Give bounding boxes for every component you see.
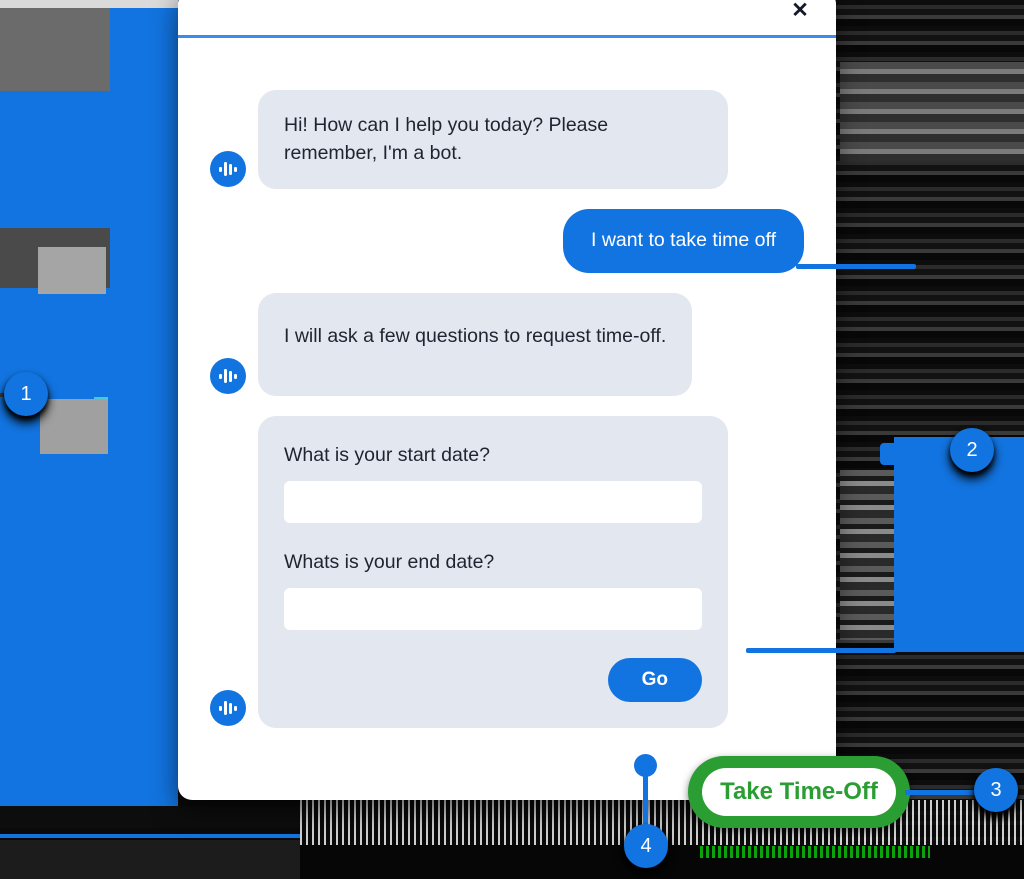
callout-badge-4[interactable]: 4 bbox=[624, 824, 668, 868]
close-icon[interactable]: ✕ bbox=[786, 0, 814, 24]
form-actions: Go bbox=[284, 658, 702, 703]
take-time-off-highlight[interactable]: Take Time-Off bbox=[688, 756, 910, 828]
background-left-cyan-chip bbox=[94, 393, 108, 402]
chat-message-user: I want to take time off bbox=[210, 209, 804, 273]
chat-bubble-text: Hi! How can I help you today? Please rem… bbox=[258, 90, 728, 190]
callout-leader-line-4 bbox=[905, 790, 1005, 795]
callout-badge-3[interactable]: 3 bbox=[974, 768, 1018, 812]
callout-leader-line-1 bbox=[25, 392, 121, 397]
background-left-gray-top bbox=[0, 8, 110, 91]
background-bottom-green-stripes bbox=[700, 846, 930, 858]
background-left-gray-mid-2 bbox=[38, 247, 106, 294]
bot-waveform-icon bbox=[210, 151, 246, 188]
background-left-gray-block bbox=[40, 399, 108, 454]
callout-badge-2[interactable]: 2 bbox=[950, 428, 994, 472]
bot-waveform-icon bbox=[210, 358, 246, 395]
chat-form-avatar-row bbox=[210, 690, 804, 728]
go-submit-button[interactable]: Go bbox=[607, 658, 702, 703]
background-right-band-top bbox=[840, 62, 1024, 162]
chat-message-form: What is your start date? Whats is your e… bbox=[210, 416, 804, 729]
chat-message-list: Hi! How can I help you today? Please rem… bbox=[178, 38, 836, 729]
chat-modal-header: ✕ bbox=[178, 0, 836, 35]
chat-message-bot: I will ask a few questions to request ti… bbox=[210, 292, 804, 397]
background-right-blue-panel bbox=[894, 437, 1024, 652]
background-right-band-mid bbox=[840, 470, 900, 640]
start-date-input[interactable] bbox=[284, 481, 702, 524]
time-off-request-form: What is your start date? Whats is your e… bbox=[258, 416, 728, 729]
background-left-top-strip bbox=[0, 0, 178, 8]
callout-leader-line-3 bbox=[746, 648, 896, 653]
callout-badge-1[interactable]: 1 bbox=[4, 372, 48, 416]
header-divider bbox=[178, 35, 836, 38]
end-date-input[interactable] bbox=[284, 588, 702, 631]
callout-leader-line-2 bbox=[796, 264, 916, 269]
chat-message-bot: Hi! How can I help you today? Please rem… bbox=[210, 90, 804, 190]
background-left-blue-line bbox=[0, 834, 300, 838]
take-time-off-label: Take Time-Off bbox=[702, 768, 896, 816]
background-left-bottom-strip-2 bbox=[0, 840, 300, 879]
background-left-bottom-strip bbox=[0, 806, 300, 828]
end-date-label: Whats is your end date? bbox=[284, 551, 495, 574]
callout-leader-stem-4 bbox=[643, 762, 648, 842]
bot-waveform-icon bbox=[210, 690, 246, 727]
start-date-label: What is your start date? bbox=[284, 444, 490, 467]
chat-bubble-text: I want to take time off bbox=[563, 209, 804, 273]
chat-bubble-text: I will ask a few questions to request ti… bbox=[258, 292, 693, 397]
chat-modal: ✕ Hi! How can I help you today? Please r… bbox=[178, 0, 836, 800]
